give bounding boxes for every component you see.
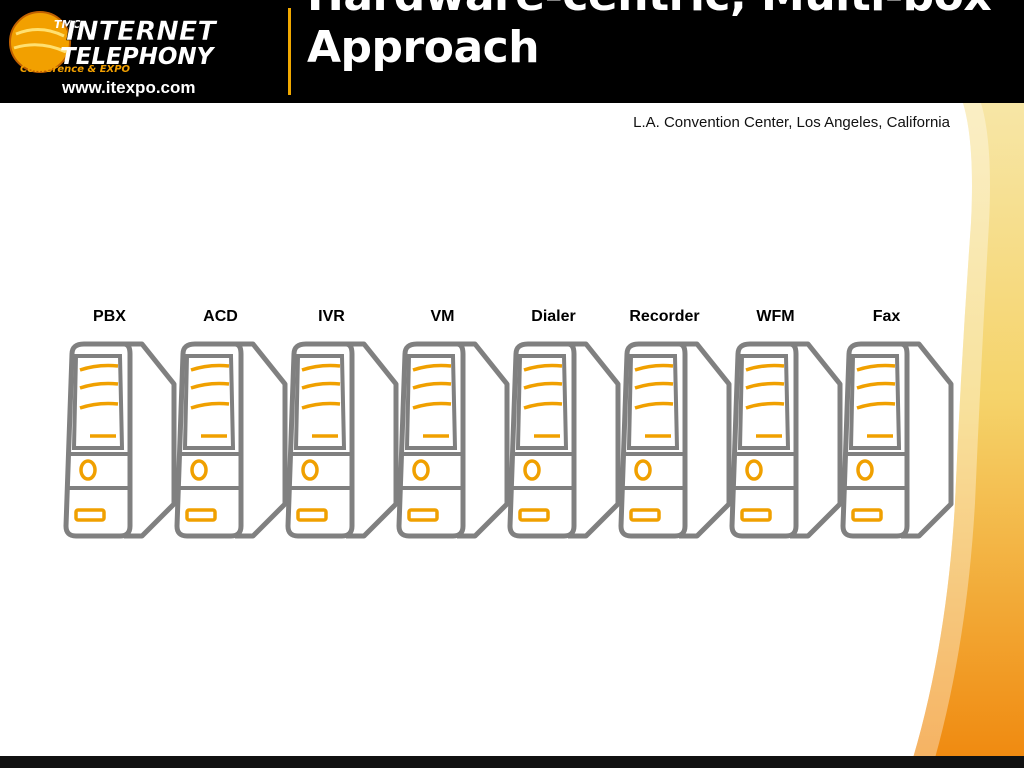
server-label: Fax — [872, 308, 901, 325]
server-tower-icon — [396, 341, 510, 539]
server-dialer: Dialer — [506, 308, 631, 548]
server-tower-icon — [618, 341, 732, 539]
itexpo-logo: TMC INTERNET TELEPHONY Conference & EXPO — [9, 11, 219, 75]
website-url[interactable]: www.itexpo.com — [62, 78, 196, 97]
server-label: ACD — [203, 308, 238, 325]
server-label: PBX — [93, 308, 126, 325]
logo-line1: INTERNET — [66, 16, 218, 47]
server-fax: Fax — [839, 308, 964, 548]
server-tower-icon — [174, 341, 288, 539]
server-acd: ACD — [173, 308, 298, 548]
venue-location: L.A. Convention Center, Los Angeles, Cal… — [633, 114, 950, 131]
server-tower-icon — [63, 341, 177, 539]
logo-line2: TELEPHONY — [60, 44, 216, 70]
server-tower-icon — [840, 341, 954, 539]
footer-bar — [0, 756, 1024, 768]
server-label: IVR — [318, 308, 345, 325]
server-wfm: WFM — [728, 308, 853, 548]
tmc-badge: TMC — [54, 18, 81, 31]
server-tower-icon — [729, 341, 843, 539]
slide-title: Hardware-centric, Multi-box Approach — [307, 0, 992, 73]
server-pbx: PBX — [62, 308, 187, 548]
decorative-side-panel — [913, 103, 1024, 758]
server-label: VM — [430, 308, 455, 325]
header-divider — [288, 8, 291, 95]
logo-line3: Conference & EXPO — [20, 64, 131, 75]
server-label: Dialer — [531, 308, 576, 325]
server-label: WFM — [756, 308, 795, 325]
header-bar: TMC INTERNET TELEPHONY Conference & EXPO… — [0, 0, 1024, 103]
server-label: Recorder — [629, 308, 700, 325]
server-recorder: Recorder — [617, 308, 742, 548]
server-ivr: IVR — [284, 308, 409, 548]
server-vm: VM — [395, 308, 520, 548]
server-tower-icon — [285, 341, 399, 539]
server-tower-icon — [507, 341, 621, 539]
